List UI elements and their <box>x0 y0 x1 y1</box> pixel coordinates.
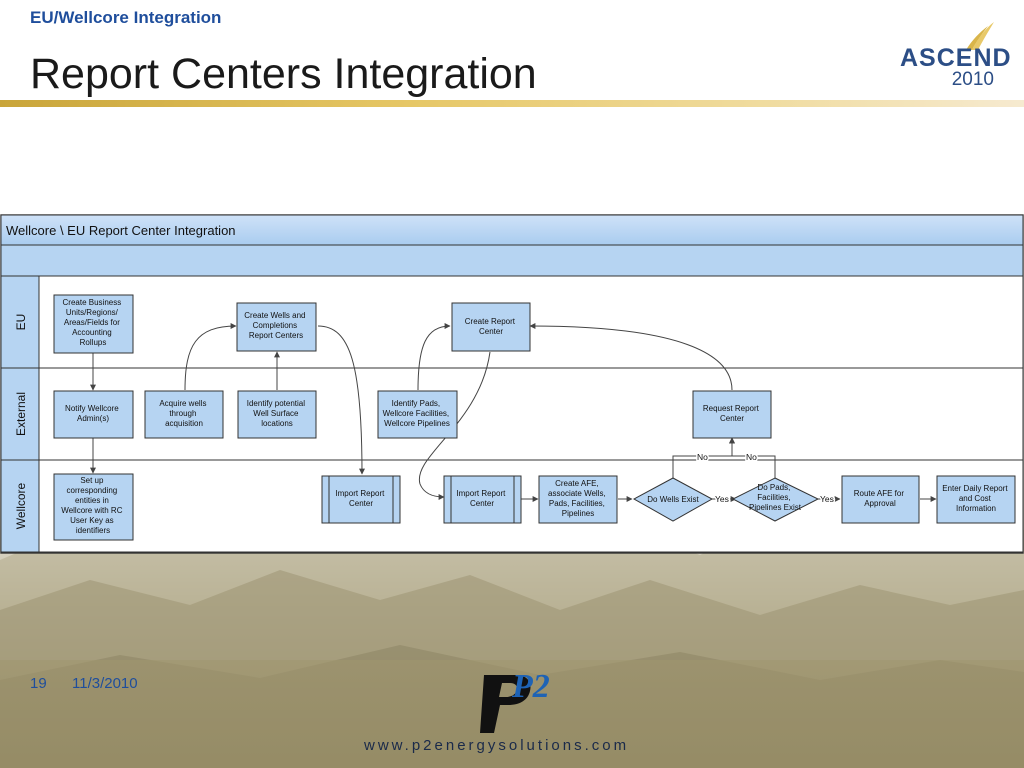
svg-text:Notify Wellcore Admin(: Notify Wellcore Admin(s) <box>65 404 121 423</box>
svg-text:Create Wells and Compl: Create Wells and Completions Report Cent… <box>244 311 307 340</box>
node-do-pads-exist: Do Pads, Facilities, Pipelines Exist <box>731 477 820 522</box>
node-do-wells-exist: Do Wells Exist <box>632 477 714 522</box>
ascend-swoosh-icon <box>966 22 994 50</box>
node-import-report-center-2: Import Report Center <box>443 475 522 524</box>
node-create-wells-completions: Create Wells and Completions Report Cent… <box>236 302 317 352</box>
edge-request-rc-to-create-rc <box>529 323 733 391</box>
p2-logo-text: P2 <box>511 668 550 705</box>
title-rule <box>0 100 1024 107</box>
svg-text:Enter Daily Report and: Enter Daily Report and Cost Information <box>942 484 1010 513</box>
slide-number: 19 <box>30 675 47 692</box>
node-enter-daily-report: Enter Daily Report and Cost Information <box>936 475 1016 524</box>
node-create-business-units: Create Business Units/Regions/ Areas/Fie… <box>53 294 134 354</box>
label-yes-1: Yes <box>715 494 729 504</box>
svg-text:Create Business Units/: Create Business Units/Regions/ Areas/Fie… <box>63 298 124 347</box>
diagram-phase-band <box>0 244 1024 277</box>
brand-year: 2010 <box>951 69 994 90</box>
page-title: Report Centers Integration <box>30 50 537 98</box>
svg-text:Set up corresponding: Set up corresponding entities in Wellcor… <box>61 476 124 535</box>
svg-text:Create AFE, associate: Create AFE, associate Wells, Pads, Facil… <box>548 479 608 518</box>
node-create-afe: Create AFE, associate Wells, Pads, Facil… <box>538 475 618 524</box>
node-request-report-center: Request Report Center <box>692 390 772 439</box>
svg-text:Route AFE for Approval: Route AFE for Approval <box>854 489 906 508</box>
label-no-1: No <box>697 452 708 462</box>
node-acquire-wells: Acquire wells through acquisition <box>144 390 224 439</box>
svg-text:Identify Pads, Wellcor: Identify Pads, Wellcore Facilities, Well… <box>383 399 452 428</box>
swimlane-diagram: Wellcore \ EU Report Center Integration … <box>0 214 1024 554</box>
svg-text:Do Pads, Facilities,: Do Pads, Facilities, Pipelines Exist <box>749 483 802 512</box>
diagram-title-band <box>0 214 1024 246</box>
node-identify-well-surface: Identify potential Well Surface location… <box>237 390 317 439</box>
lane-eu: EU <box>0 275 1024 369</box>
node-set-up-entities: Set up corresponding entities in Wellcor… <box>53 473 134 541</box>
lane-label-eu: EU <box>14 314 28 331</box>
svg-text:Import Report Center: Import Report Center <box>335 489 386 508</box>
brand-name: ASCEND <box>900 44 1012 72</box>
node-identify-pads: Identify Pads, Wellcore Facilities, Well… <box>377 390 458 439</box>
edge-acquire-to-create-wells <box>184 323 237 391</box>
connectors <box>90 323 937 502</box>
diagram-title: Wellcore \ EU Report Center Integration <box>6 223 236 238</box>
edge-identify-pads-to-create-rc <box>417 323 451 391</box>
svg-text:Acquire wells through: Acquire wells through acquisition <box>159 399 208 428</box>
company-url: www.p2energysolutions.com <box>364 737 630 754</box>
lane-label-wellcore: Wellcore <box>14 482 28 529</box>
label-yes-2: Yes <box>820 494 834 504</box>
svg-text:Import Report Center: Import Report Center <box>456 489 507 508</box>
edge-create-rc-to-import-2 <box>418 351 491 500</box>
lane-label-external: External <box>14 392 28 436</box>
svg-text:Identify potential Wel: Identify potential Well Surface location… <box>247 399 308 428</box>
svg-text:Create Report Center: Create Report Center <box>465 317 517 336</box>
node-create-report-center: Create Report Center <box>451 302 531 352</box>
svg-text:Request Report Center: Request Report Center <box>703 404 761 423</box>
svg-text:Do Wells Exist: Do Wells Exist <box>647 495 699 504</box>
node-route-afe: Route AFE for Approval <box>841 475 920 524</box>
slide-date: 11/3/2010 <box>72 675 138 692</box>
p2-logo-icon: P2 <box>480 668 550 733</box>
label-no-2: No <box>746 452 757 462</box>
node-import-report-center-1: Import Report Center <box>321 475 401 524</box>
edge-create-wells-to-import-1 <box>317 325 365 475</box>
edge-pads-exist-no <box>729 437 776 478</box>
slide-kicker: EU/Wellcore Integration <box>30 8 222 27</box>
node-notify-wellcore-admin: Notify Wellcore Admin(s) <box>53 390 134 439</box>
